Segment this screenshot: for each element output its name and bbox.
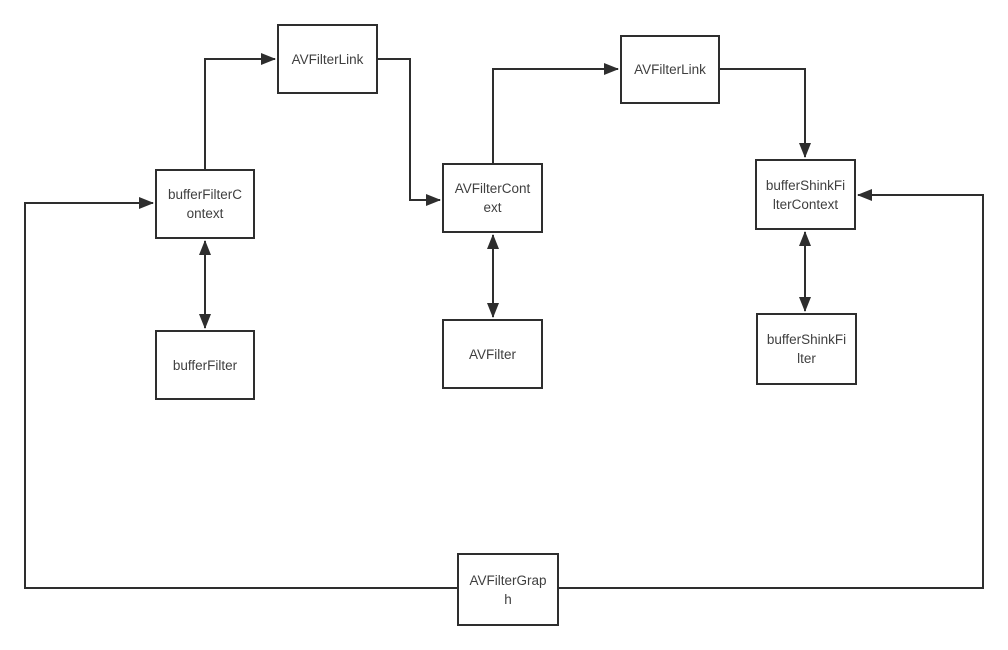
node-avfiltercontext: AVFilterCont ext bbox=[442, 163, 543, 233]
node-label-line: AVFilter bbox=[468, 346, 516, 362]
edge-bufferfiltercontext-to-avfilterlink-left bbox=[204, 53, 276, 169]
node-label-line: AVFilterCont bbox=[454, 181, 531, 196]
edge-avfiltercontext-to-avfilterlink-right bbox=[492, 63, 619, 163]
edge-avfilterlink-left-to-avfiltercontext bbox=[378, 58, 441, 206]
edge-avfilterlink-right-to-buffershinkfiltercontext bbox=[720, 68, 811, 158]
node-label-line: lter bbox=[797, 351, 816, 366]
node-label-line: ext bbox=[483, 200, 502, 215]
edge-avfiltergraph-to-bufferfiltercontext bbox=[24, 197, 457, 589]
node-avfiltergraph: AVFilterGrap h bbox=[457, 553, 559, 626]
node-buffershinkfiltercontext: bufferShinkFi lterContext bbox=[755, 159, 856, 230]
node-label-line: lterContext bbox=[772, 196, 839, 212]
node-label-line: bufferShinkFi bbox=[765, 177, 846, 193]
node-avfilterlink-right: AVFilterLink bbox=[620, 35, 720, 104]
node-label-line: AVFilterLink bbox=[291, 51, 364, 67]
node-label-line: bufferShinkFi bbox=[766, 332, 847, 347]
node-avfilter: AVFilter bbox=[442, 319, 543, 389]
node-buffershinkfilter: bufferShinkFi lter bbox=[756, 313, 857, 385]
node-label-line: h bbox=[504, 591, 512, 607]
node-bufferfilter: bufferFilter bbox=[155, 330, 255, 400]
node-bufferfiltercontext: bufferFilterC ontext bbox=[155, 169, 255, 239]
node-avfilterlink-left: AVFilterLink bbox=[277, 24, 378, 94]
node-label-line: AVFilterGrap bbox=[469, 572, 547, 588]
edge-avfiltergraph-to-buffershinkfiltercontext bbox=[559, 189, 984, 589]
node-label-line: AVFilterLink bbox=[634, 62, 706, 77]
node-label-line: bufferFilter bbox=[172, 357, 238, 373]
node-label-line: ontext bbox=[186, 206, 224, 221]
node-label-line: bufferFilterC bbox=[167, 187, 243, 202]
